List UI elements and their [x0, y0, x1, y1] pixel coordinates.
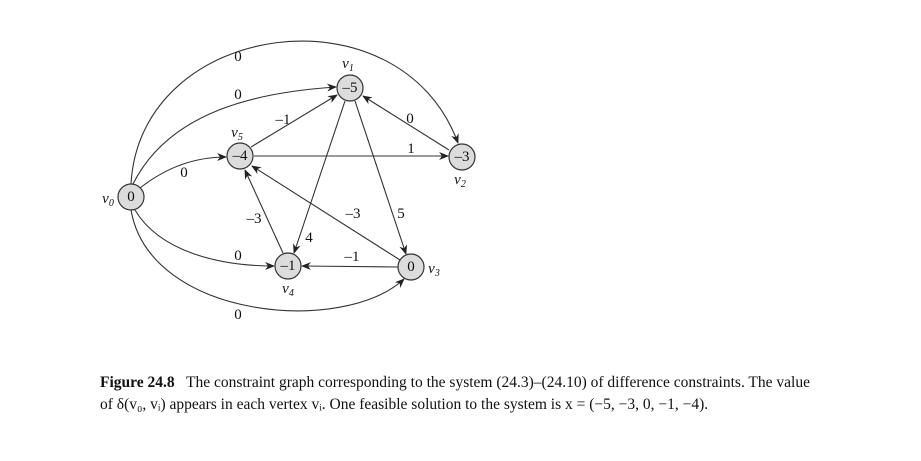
edge-weight: 0: [234, 87, 242, 103]
vertex-value: 0: [127, 189, 135, 205]
edge-v0-v4: [134, 209, 275, 270]
edge-v1-v4: [293, 100, 346, 254]
edge-v3-v5: [251, 165, 401, 261]
edge-v0-v5: [139, 153, 227, 189]
vertex-v0: 0 v0: [102, 183, 145, 211]
edge-v1-v3: [354, 100, 407, 255]
edge-weight: 4: [305, 230, 313, 246]
edge-weight: –1: [275, 112, 291, 128]
edge-weight: 0: [234, 307, 242, 323]
edge-weight: 0: [234, 248, 242, 264]
vertex-label: v5: [231, 125, 243, 143]
vertex-label: v1: [342, 56, 354, 74]
edge-v0-v2: [130, 40, 459, 185]
edge-v0-v3: [130, 209, 405, 312]
edge-v4-v5: [244, 169, 284, 254]
figure-label: Figure 24.8: [100, 374, 175, 391]
vertex-label: v0: [102, 191, 114, 209]
edge-weight: –3: [246, 211, 262, 227]
vertex-v3: 0 v3: [397, 253, 440, 281]
edge-weight: 0: [406, 111, 414, 127]
caption-text: The constraint graph corresponding to th…: [100, 374, 810, 413]
vertex-v4: –1 v4: [274, 252, 302, 299]
edge-v2-v1: [362, 95, 450, 151]
edge-weight: 1: [407, 141, 415, 157]
edge-v3-v4: [301, 262, 399, 271]
vertex-label: v4: [282, 281, 294, 299]
figure-caption: Figure 24.8 The constraint graph corresp…: [100, 372, 820, 416]
edge-weight: 0: [234, 49, 242, 65]
vertex-value: –1: [280, 258, 296, 274]
edge-v5-v1: [250, 94, 338, 148]
vertex-value: –5: [342, 80, 358, 96]
edge-v0-v1: [132, 83, 337, 185]
vertex-v5: –4 v5: [226, 125, 254, 170]
edge-weight: 5: [397, 206, 405, 222]
vertex-value: –4: [232, 148, 249, 164]
vertex-value: 0: [407, 259, 415, 275]
edge-weight: 0: [180, 165, 188, 181]
edge-weight: –3: [345, 206, 361, 222]
vertex-value: –3: [454, 149, 470, 165]
vertex-label: v3: [428, 261, 440, 279]
vertex-label: v2: [454, 172, 466, 190]
vertex-v2: –3 v2: [448, 143, 476, 190]
edge-weight: –1: [344, 249, 360, 265]
vertex-v1: –5 v1: [336, 56, 364, 102]
